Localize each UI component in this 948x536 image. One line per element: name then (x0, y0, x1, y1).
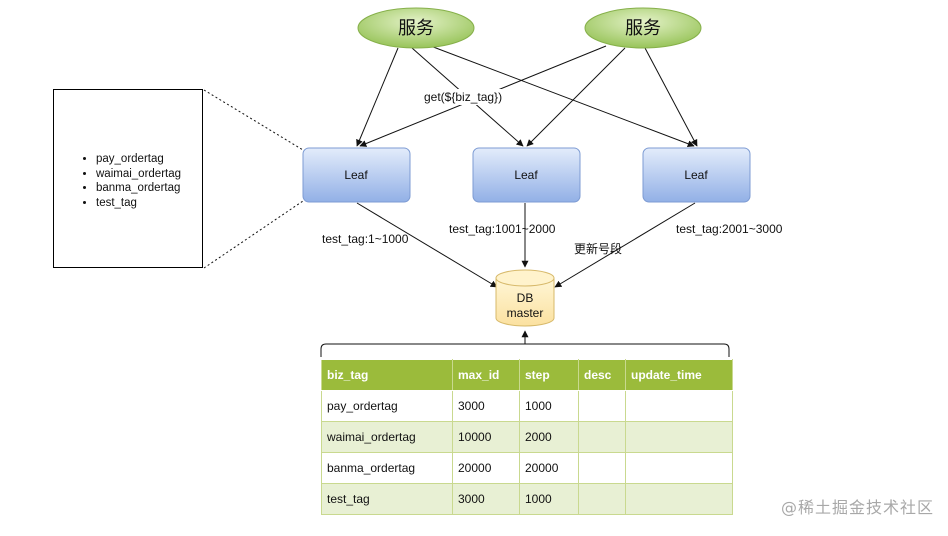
edge-leaf3-db (554, 202, 696, 288)
watermark: @稀土掘金技术社区 (780, 498, 934, 517)
biz-tag-list: pay_ordertag waimai_ordertag banma_order… (54, 152, 181, 210)
table-cell (578, 421, 626, 453)
leaf-to-db-edges (356, 202, 696, 288)
update-segment-label: 更新号段 (574, 241, 622, 256)
table-cell (578, 390, 626, 422)
leaf2-range-label: test_tag:1001~2000 (449, 222, 556, 236)
table-cell (625, 483, 733, 515)
list-item: test_tag (96, 196, 181, 211)
leaf-node-3: Leaf (642, 147, 751, 203)
biz-tag-list-box: pay_ordertag waimai_ordertag banma_order… (53, 89, 203, 268)
table-cell: banma_ordertag (321, 452, 453, 484)
edge-service2-leaf3 (644, 47, 698, 147)
column-header: biz_tag (321, 359, 453, 391)
tag-box-connectors (203, 89, 304, 269)
edge-service2-leaf2 (526, 47, 626, 147)
table-cell: 1000 (519, 483, 579, 515)
service-to-leaf-edges (356, 44, 698, 148)
leaf-node-2: Leaf (472, 147, 581, 203)
leaf1-range-label: test_tag:1~1000 (322, 232, 409, 246)
table-header-row: biz_tag max_id step desc update_time (321, 359, 733, 391)
table-cell (625, 390, 733, 422)
column-header: update_time (625, 359, 733, 391)
leaf-node-1: Leaf (302, 147, 411, 203)
leaf-alloc-table: biz_tag max_id step desc update_time pay… (321, 359, 733, 515)
table-cell (625, 421, 733, 453)
table-cell: 10000 (452, 421, 520, 453)
service-node-1: 服务 (357, 7, 475, 49)
table-cell (578, 483, 626, 515)
column-header: max_id (452, 359, 520, 391)
column-header: step (519, 359, 579, 391)
table-cell (625, 452, 733, 484)
db-label-line1: DB (517, 291, 534, 305)
leaf-label: Leaf (514, 168, 538, 182)
table-cell: waimai_ordertag (321, 421, 453, 453)
table-cell: test_tag (321, 483, 453, 515)
column-header: desc (578, 359, 626, 391)
table-cell: 1000 (519, 390, 579, 422)
call-label: get(${biz_tag}) (424, 90, 502, 104)
table-row: test_tag 3000 1000 (321, 483, 733, 515)
table-cell: 20000 (519, 452, 579, 484)
db-master-node: DB master (495, 269, 555, 327)
table-cell (578, 452, 626, 484)
list-item: waimai_ordertag (96, 167, 181, 182)
leaf3-range-label: test_tag:2001~3000 (676, 222, 783, 236)
table-row: banma_ordertag 20000 20000 (321, 452, 733, 484)
table-bracket (320, 330, 730, 357)
table-row: pay_ordertag 3000 1000 (321, 390, 733, 422)
service-label: 服务 (398, 18, 434, 39)
db-label-line2: master (507, 306, 544, 320)
table-cell: 3000 (452, 483, 520, 515)
leaf-label: Leaf (344, 168, 368, 182)
edge-service1-leaf3 (427, 44, 695, 148)
edge-leaf1-db (356, 202, 498, 288)
edge-service1-leaf1 (356, 47, 399, 147)
table-cell: 20000 (452, 452, 520, 484)
leaf-label: Leaf (684, 168, 708, 182)
list-item: pay_ordertag (96, 152, 181, 167)
list-item: banma_ordertag (96, 181, 181, 196)
table-cell: 3000 (452, 390, 520, 422)
service-label: 服务 (625, 18, 661, 39)
table-row: waimai_ordertag 10000 2000 (321, 421, 733, 453)
table-cell: pay_ordertag (321, 390, 453, 422)
service-node-2: 服务 (584, 7, 702, 49)
table-cell: 2000 (519, 421, 579, 453)
